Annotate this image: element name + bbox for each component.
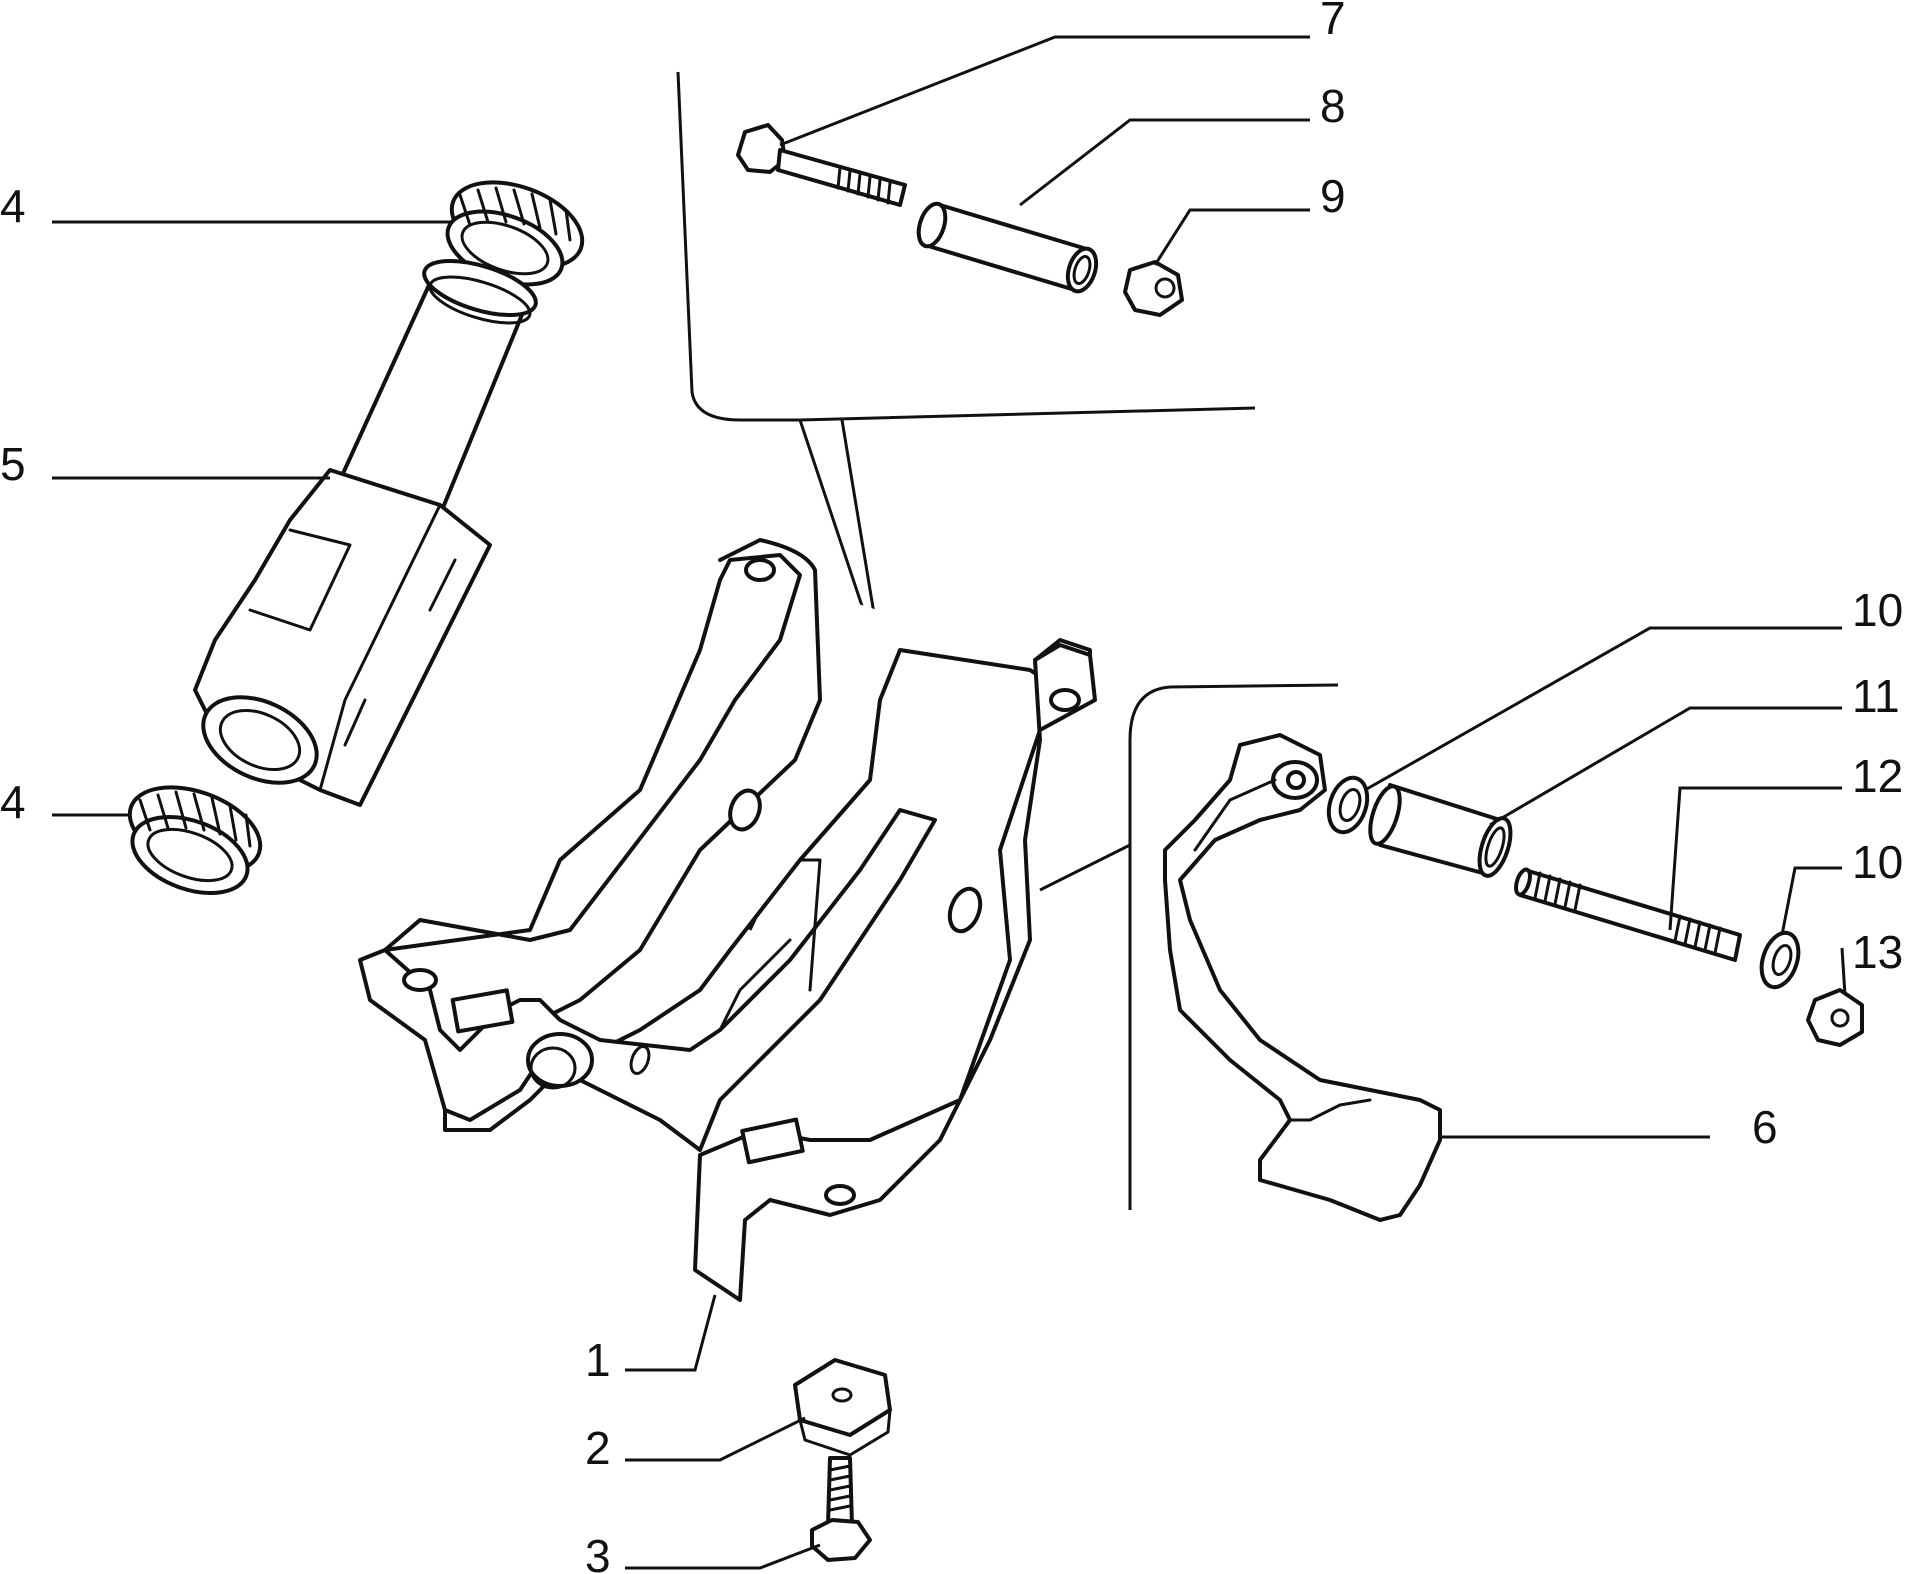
leader-13 [1840, 947, 1847, 996]
part-7-bolt [736, 123, 907, 207]
leader-10a [1364, 626, 1842, 792]
leader-7 [779, 35, 1310, 147]
label-1: 1 [585, 1334, 611, 1386]
label-4-lower: 4 [0, 776, 26, 828]
label-4-upper: 4 [0, 180, 26, 232]
part-10-washer-upper [1326, 775, 1370, 835]
leader-lines [52, 35, 1847, 1570]
part-4-upper-bearing [445, 180, 585, 287]
label-6: 6 [1752, 1101, 1778, 1153]
label-13: 13 [1852, 926, 1903, 978]
label-10-upper: 10 [1852, 584, 1903, 636]
leader-3 [625, 1543, 821, 1570]
label-12: 12 [1852, 750, 1903, 802]
part-8-spacer [916, 201, 1099, 294]
label-7: 7 [1320, 0, 1346, 44]
label-8: 8 [1320, 80, 1346, 132]
part-5-tube-housing [193, 258, 538, 807]
label-11: 11 [1852, 670, 1900, 722]
label-5: 5 [0, 438, 26, 490]
part-4-lower-bearing [127, 785, 263, 895]
part-9-nut [1123, 260, 1184, 317]
part-1-pedal-bracket [358, 538, 1097, 1302]
part-13-nut [1806, 988, 1864, 1047]
leader-2 [625, 1416, 806, 1462]
label-3: 3 [585, 1530, 611, 1574]
leader-8 [1019, 118, 1310, 207]
part-6-pedal-lever [1163, 733, 1442, 1222]
part-11-sleeve [1368, 783, 1513, 878]
part-2-square-insert [793, 1358, 892, 1457]
leader-9 [1153, 208, 1310, 266]
label-9: 9 [1320, 170, 1346, 222]
label-10-lower: 10 [1852, 836, 1903, 888]
leader-12 [1668, 786, 1842, 931]
leader-10b [1780, 866, 1842, 936]
part-10-washer-lower [1759, 930, 1801, 990]
part-3-screw [810, 1456, 872, 1562]
leader-1 [625, 1294, 717, 1372]
leader-11 [1489, 706, 1842, 827]
part-12-long-bolt [1514, 867, 1742, 962]
label-2: 2 [585, 1422, 611, 1474]
